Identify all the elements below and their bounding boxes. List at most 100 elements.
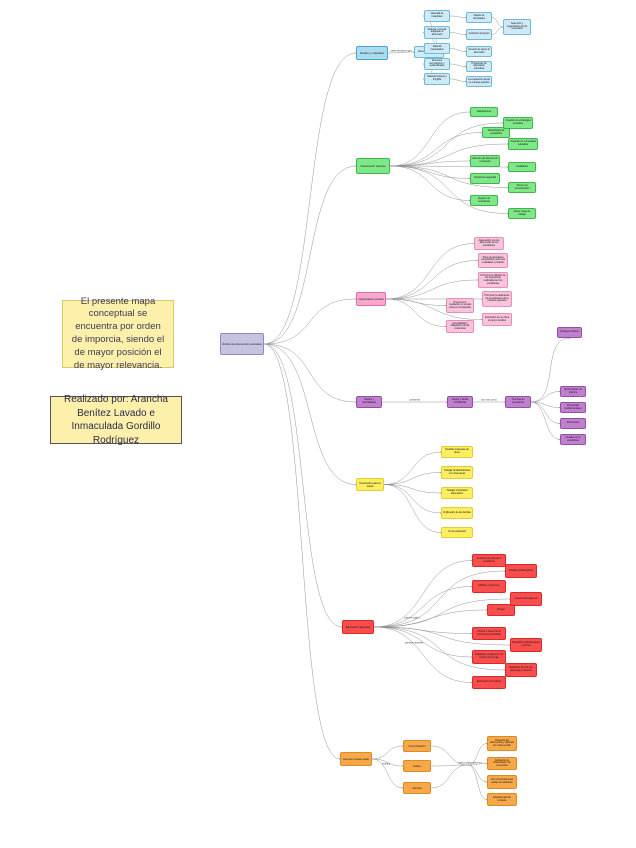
edge-red-c1-5 (373, 626, 473, 658)
node-label: Promover la mediación en el aula sobre l… (449, 300, 471, 309)
yellow-source-node[interactable]: Desarrollo para la salud (356, 478, 384, 491)
blue-node-c2-2[interactable]: Cohesión del grupo (466, 29, 492, 40)
edge-yellow-4 (383, 484, 442, 514)
blue-node-c3-1[interactable]: Selección y organización de los contenid… (503, 19, 531, 35)
blue-node-c2-4[interactable]: Programas de orientación educativa (466, 61, 492, 72)
blue-node-c1-3[interactable]: Material manipulativo (424, 43, 450, 54)
pink-source-node[interactable]: Organización escolar (356, 292, 386, 306)
purple-node-1[interactable]: Aproximación de práctica (560, 386, 586, 397)
orange-node-2[interactable]: Aplicación de dinamización de contenidos (487, 757, 517, 770)
orange-node-3[interactable]: Ser conocedores del trabajo de atribució… (487, 775, 517, 789)
edge-pink-3 (385, 279, 479, 300)
blue-node-c1-4[interactable]: Recursos tecnológicos y audiovisuales (424, 58, 450, 70)
blue-node-c1-5[interactable]: Material impreso y fungible (424, 73, 450, 85)
node-label: Tiempo de comunicación (514, 183, 530, 190)
node-label: Medios y posibilidades (362, 398, 376, 404)
red-node-c2-2[interactable]: Grupos heterogéneos (510, 592, 542, 606)
node-label: Ver la evaluación (447, 530, 467, 534)
red-node-c1-6[interactable]: Elaboración del criterio (472, 676, 506, 689)
red-source-node[interactable]: Educación deportiva (342, 620, 374, 634)
note-text: Realizado por: Arancha Benítez Lavado e … (64, 394, 168, 446)
node-label: Trabajar contenidos alternativos (446, 489, 468, 495)
blue-node-c1-2[interactable]: Material curricular adaptado al alumnado (424, 26, 450, 39)
purple-node-2[interactable]: Propuestas multisensoriales (560, 402, 586, 413)
purple-top-node[interactable]: Enfoques lúdicos (557, 327, 582, 338)
node-label: Servicio de apoyo al alumnado (468, 47, 490, 54)
green-node-c1-2[interactable]: Metodología de enseñanza (482, 127, 510, 138)
blue-node-c1-1[interactable]: Variedad de materiales (424, 10, 450, 22)
node-label: Implicación de las familias (443, 510, 471, 514)
yellow-node-3[interactable]: Trabajar contenidos alternativos (441, 487, 473, 499)
node-label: Priorización (566, 421, 580, 425)
node-label: Juegos y tareas modificadas (451, 398, 469, 404)
purple-node-4[interactable]: Guiados en la enseñanza (560, 434, 586, 445)
orange-source-node[interactable]: Atención al alumnado (340, 752, 372, 766)
node-label: Promover la dedicación de la realización… (484, 294, 510, 303)
pink-node-7[interactable]: Accesibilidad y adaptación de las eviden… (446, 320, 474, 333)
blue-source-node[interactable]: Medios y materiales (356, 46, 388, 60)
pink-node-1[interactable]: Adecuación con las diferencias de los es… (474, 237, 504, 250)
edge-green-c1-5 (389, 165, 471, 201)
blue-node-c2-3[interactable]: Servicio de apoyo al alumnado (466, 46, 492, 57)
green-node-c2-1[interactable]: Creación de estrategias escolares (503, 117, 533, 129)
root-node[interactable]: Ámbito de intervención educativa (220, 333, 264, 355)
red-node-c1-5[interactable]: Adaptada y respetuosa del mundo de la mu… (472, 650, 506, 664)
red-node-c1-1[interactable]: Ambiente de escuela o enseñanza (472, 554, 506, 567)
orange-node-1[interactable]: Potenciar las autonomías y dotación de m… (487, 736, 517, 751)
yellow-node-1[interactable]: Realizar propuesta de tarea (441, 446, 473, 458)
pink-node-6[interactable]: Formación de un clima de grupo positivo (482, 313, 512, 326)
edge-purple-leaf-2 (530, 401, 561, 408)
edge-purple-leaf-1 (530, 391, 561, 403)
node-label: Material curricular adaptado al alumnado (427, 27, 447, 36)
edge-orange-leaf-4 (467, 764, 488, 800)
red-node-c2-4[interactable]: Materiales de uso que disponga el docent… (505, 663, 537, 677)
yellow-node-2[interactable]: Trabajar familiarizándose con otras área… (441, 466, 473, 479)
edge-green-c1-2 (389, 132, 483, 167)
purple-edge-label-1: conforma (409, 398, 420, 401)
node-label: Creación de estrategias escolares (505, 119, 531, 125)
orange-node-4[interactable]: Experiencias del contexto (487, 793, 517, 806)
red-node-c1-4[interactable]: Ocupar o hacer forma instructiva de acti… (472, 627, 506, 640)
purple-chain-2[interactable]: Juegos y tareas modificadas (447, 396, 473, 408)
green-node-c2-2[interactable]: Creación de comunidad educativa (508, 138, 538, 150)
node-label: Espacio de enseñanza (478, 196, 490, 203)
pink-node-2[interactable]: Toma de decisiones compartidas contra la… (478, 253, 508, 268)
orange-middle-2[interactable]: Lúdico (403, 760, 431, 772)
node-label: Adecuación con las diferencias de los es… (478, 238, 500, 247)
yellow-node-4[interactable]: Implicación de las familias (441, 507, 473, 519)
note-text: El presente mapa conceptual se encuentra… (71, 295, 165, 371)
blue-node-c2-1[interactable]: Diseño de actividades (466, 12, 492, 23)
orange-middle-1[interactable]: Comunicación (403, 740, 431, 752)
green-node-c2-3[interactable]: Cualidades (508, 162, 536, 172)
pink-node-5[interactable]: Promover la mediación en el aula sobre l… (446, 298, 474, 313)
blue-node-c2-5[interactable]: La evaluación desde un enfoque práctico (466, 76, 492, 87)
red-node-c2-1[interactable]: Trabajo multidisciplinar (505, 564, 537, 578)
pink-node-3[interactable]: Promover la difusión de las propuestas r… (478, 272, 508, 288)
node-label: Materiales estandarizados o formal (512, 641, 540, 647)
green-node-c1-1[interactable]: Adaptaciones (470, 107, 498, 117)
red-node-c1-3[interactable]: Riesgo (487, 604, 515, 616)
orange-middle-3[interactable]: Afectiva (403, 782, 431, 794)
purple-chain-1[interactable]: Medios y posibilidades (356, 396, 382, 408)
node-label: Desarrollo para la salud (359, 480, 381, 488)
green-node-c2-4[interactable]: Tiempo de comunicación (508, 182, 536, 193)
node-label: Organización escolar (358, 296, 384, 301)
pink-node-4[interactable]: Promover la dedicación de la realización… (482, 291, 512, 307)
red-node-c2-3[interactable]: Materiales estandarizados o formal (510, 638, 542, 652)
purple-node-3[interactable]: Priorización (560, 418, 586, 429)
node-label: Elaboración del criterio (476, 680, 502, 684)
yellow-node-5[interactable]: Ver la evaluación (441, 527, 473, 538)
red-node-c1-2[interactable]: Múltiples soluciones (472, 580, 506, 593)
node-label: Riesgo (497, 607, 505, 611)
green-node-c1-5[interactable]: Espacio de enseñanza (470, 195, 498, 206)
node-label: Experiencias del contexto (493, 795, 511, 802)
node-label: Recursos tecnológicos y audiovisuales (429, 59, 445, 68)
edge-blue-c3-b (491, 26, 504, 35)
node-label: Toma de decisiones compartidas contra la… (480, 255, 506, 264)
green-source-node[interactable]: Intervención docente (356, 158, 390, 174)
purple-chain-3[interactable]: Técnicas de enseñanza (505, 396, 531, 408)
green-node-c1-4[interactable]: Control de seguridad (470, 173, 500, 184)
green-node-c2-5[interactable]: Mayor carga de trabajo (508, 208, 536, 219)
green-node-c1-3[interactable]: Atención del alumno por el maestro (470, 155, 500, 167)
